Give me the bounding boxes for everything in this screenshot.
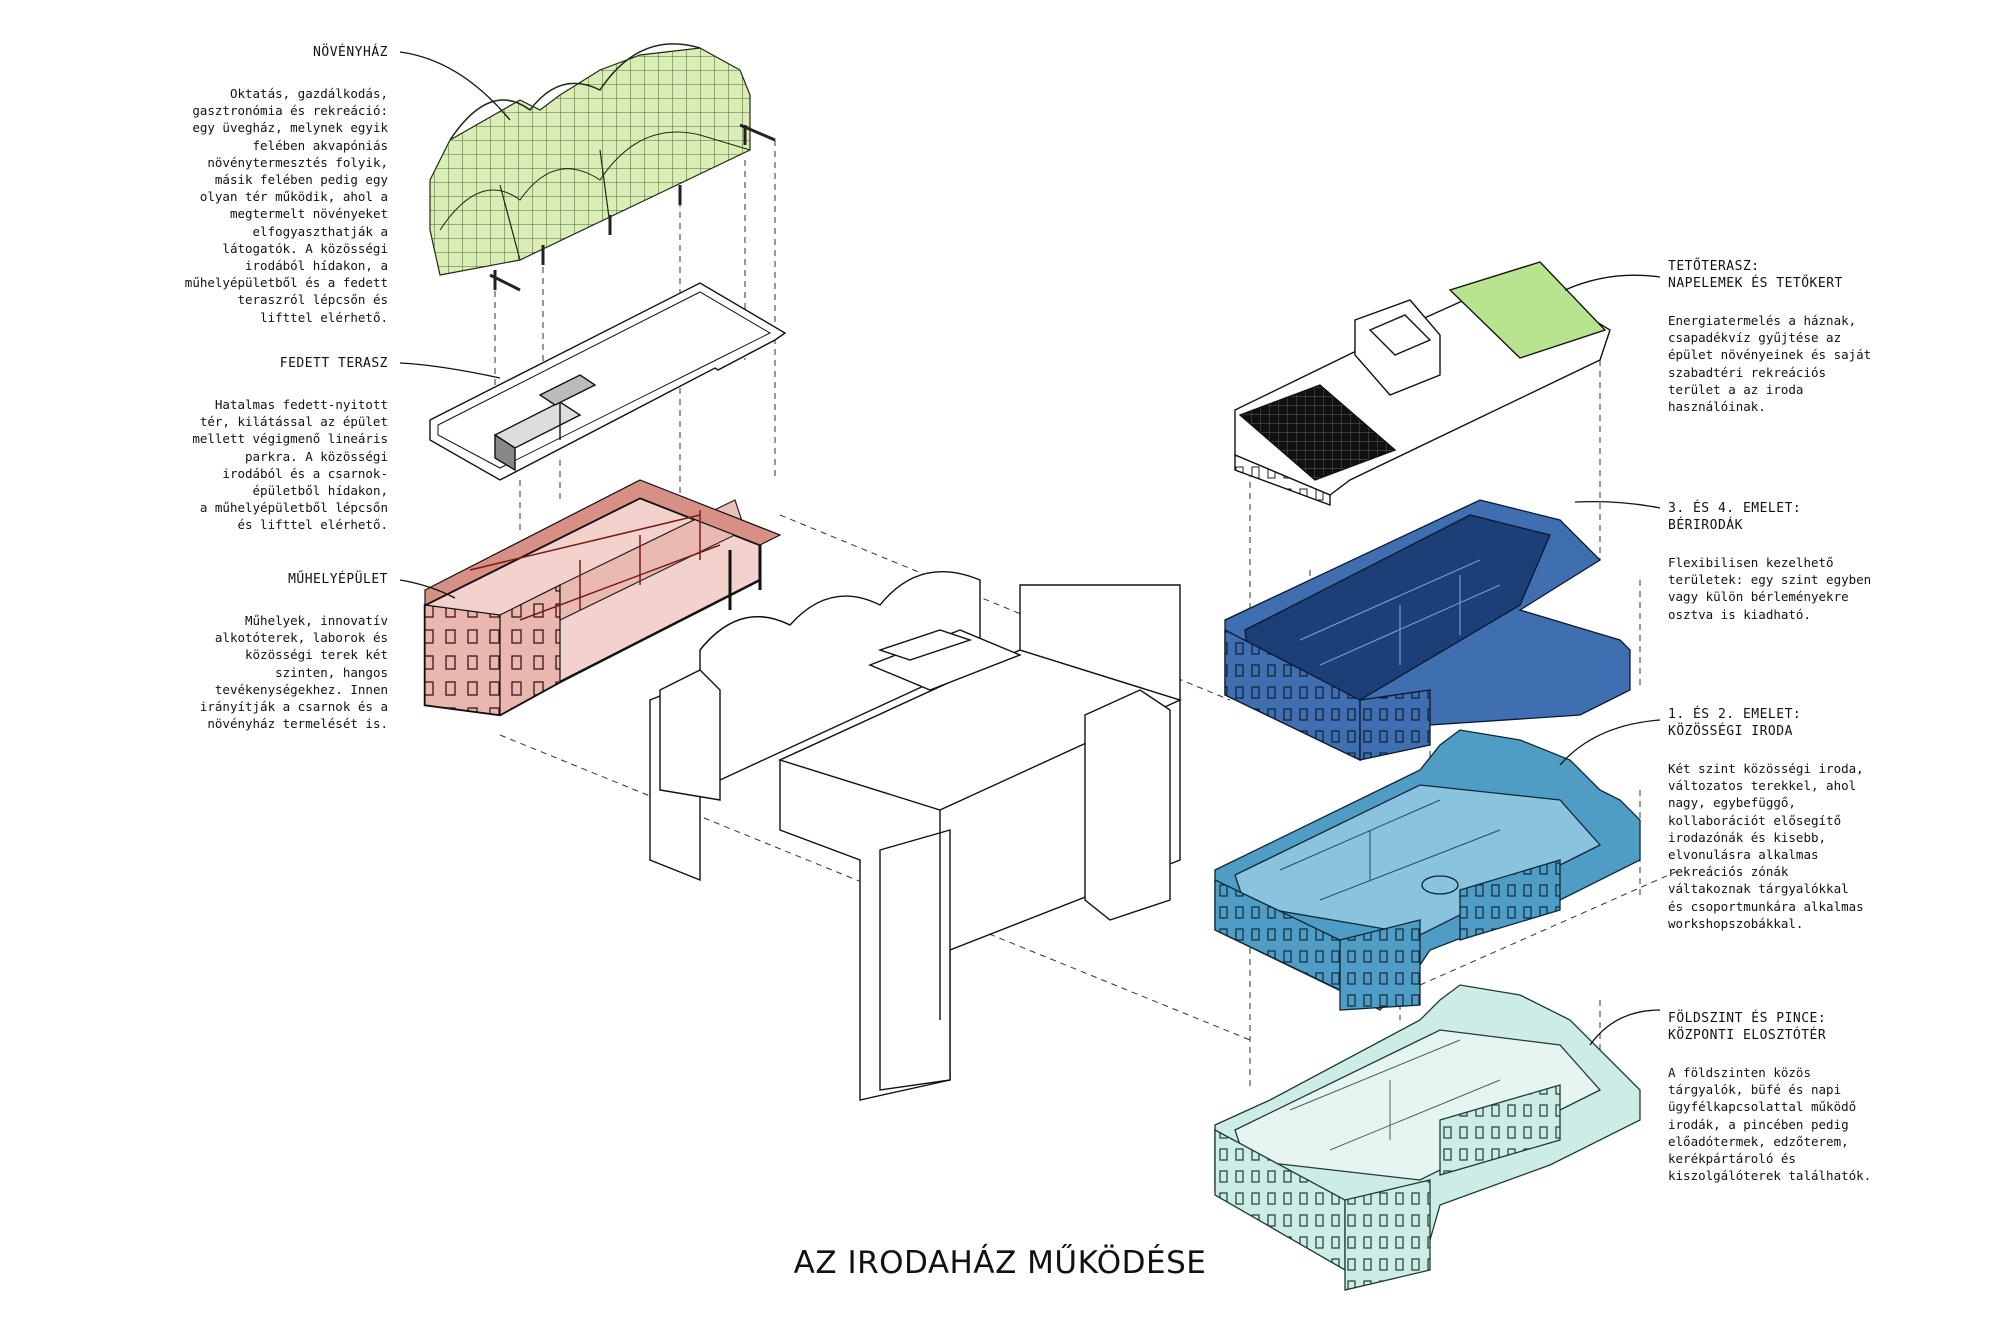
roof-terrace-description: Energiatermelés a háznak, csapadékvíz gy…	[1668, 313, 1872, 415]
rental-offices-label: 3. ÉS 4. EMELET: BÉRIRODÁK Flexibilisen …	[1668, 500, 1988, 623]
roof-terrace-drawing	[1234, 261, 1611, 507]
leader-lines	[399, 51, 1661, 1046]
workshop-label: MŰHELYÉPÜLET Műhelyek, innovatív alkotót…	[68, 571, 388, 732]
covered-terrace-drawing	[429, 282, 787, 481]
workshop-description: Műhelyek, innovatív alkotóterek, laborok…	[199, 613, 388, 732]
covered-terrace-title: FEDETT TERASZ	[279, 356, 388, 371]
greenhouse-label: NÖVÉNYHÁZ Oktatás, gazdálkodás, gasztron…	[68, 44, 388, 326]
community-office-description: Két szint közösségi iroda, változatos te…	[1668, 761, 1864, 931]
greenhouse-title: NÖVÉNYHÁZ	[313, 45, 388, 60]
greenhouse-drawing	[429, 43, 776, 292]
workshop-building-drawing	[423, 479, 782, 717]
community-office-label: 1. ÉS 2. EMELET: KÖZÖSSÉGI IRODA Két szi…	[1668, 706, 1988, 932]
roof-terrace-label: TETŐTERASZ: NAPELEMEK ÉS TETŐKERT Energi…	[1668, 258, 1988, 415]
covered-terrace-label: FEDETT TERASZ Hatalmas fedett-nyitott té…	[68, 355, 388, 534]
ground-floor-title: FÖLDSZINT ÉS PINCE: KÖZPONTI ELOSZTÓTÉR	[1668, 1011, 1827, 1043]
greenhouse-description: Oktatás, gazdálkodás, gasztronómia és re…	[184, 86, 388, 325]
ground-floor-label: FÖLDSZINT ÉS PINCE: KÖZPONTI ELOSZTÓTÉR …	[1668, 1010, 1988, 1184]
ground-floor-description: A földszinten közös tárgyalók, büfé és n…	[1668, 1065, 1872, 1184]
rental-offices-title: 3. ÉS 4. EMELET: BÉRIRODÁK	[1668, 501, 1802, 533]
community-office-drawing	[1214, 729, 1641, 1011]
hall-building-drawing	[649, 571, 1182, 1101]
rental-offices-description: Flexibilisen kezelhető területek: egy sz…	[1668, 555, 1872, 622]
rental-offices-drawing	[1224, 499, 1631, 762]
ground-floor-drawing	[1214, 984, 1641, 1291]
community-office-title: 1. ÉS 2. EMELET: KÖZÖSSÉGI IRODA	[1668, 707, 1802, 739]
page-title: AZ IRODAHÁZ MŰKÖDÉSE	[793, 1245, 1207, 1281]
roof-terrace-title: TETŐTERASZ: NAPELEMEK ÉS TETŐKERT	[1668, 259, 1843, 291]
covered-terrace-description: Hatalmas fedett-nyitott tér, kilátással …	[192, 397, 388, 533]
workshop-title: MŰHELYÉPÜLET	[288, 572, 388, 587]
